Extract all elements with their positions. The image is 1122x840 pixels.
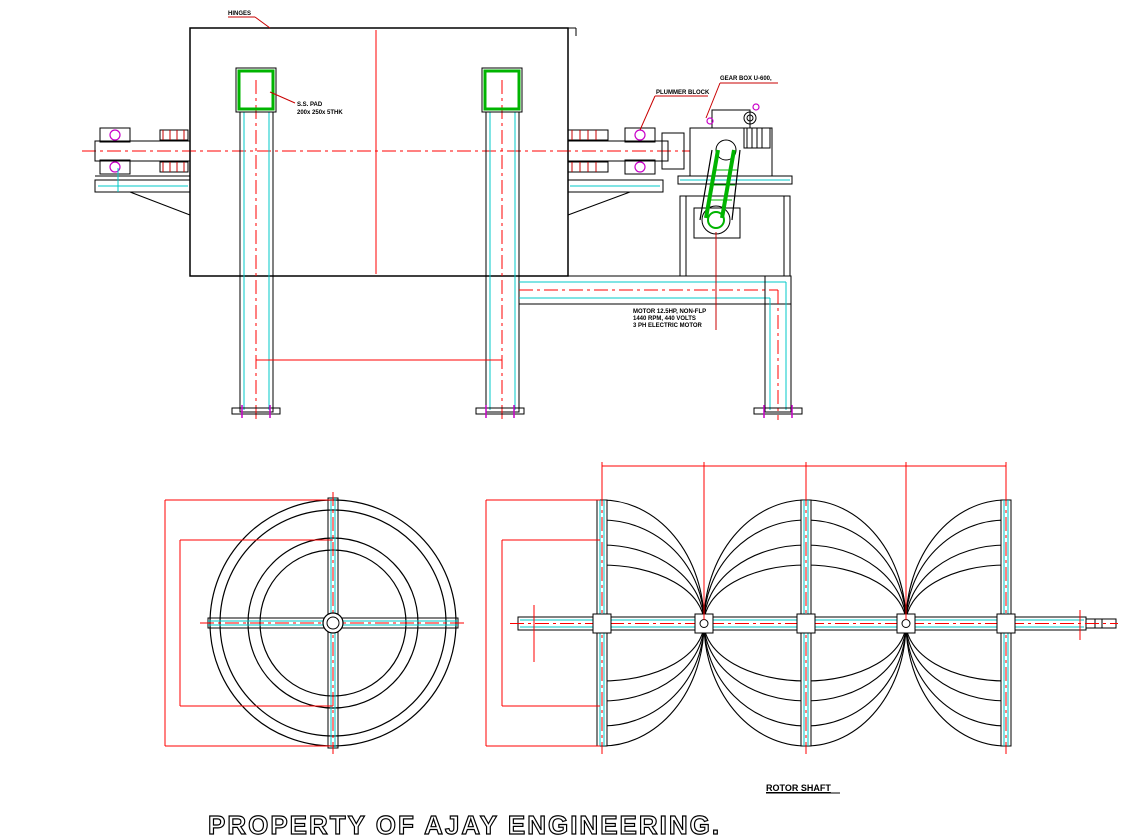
left-bearing-assembly <box>94 127 191 216</box>
plummer-block-label: PLUMMER BLOCK <box>656 90 710 96</box>
rotor-shaft-view <box>485 462 1118 754</box>
watermark: PROPERTY OF AJAY ENGINEERING. <box>208 810 721 840</box>
leaders <box>228 16 778 330</box>
middle-leg <box>475 67 525 420</box>
motor-label-line1: MOTOR 12.5HP, NON-FLP <box>633 309 706 315</box>
left-leg <box>231 67 281 420</box>
rotor-shaft-title: ROTOR SHAFT <box>766 783 831 793</box>
gear-box-label: GEAR BOX U-600, <box>720 76 772 82</box>
ss-pad-right <box>483 69 521 111</box>
trough-body <box>189 27 569 277</box>
motor-frame <box>518 175 803 420</box>
ss-pad-label: S.S. PAD <box>297 102 323 108</box>
ss-pad-size-label: 200x 250x 5THK <box>297 110 343 116</box>
right-bearing-assembly <box>567 127 685 216</box>
ss-pad-left <box>237 69 275 111</box>
pitch-dimensions <box>601 462 1007 620</box>
end-view <box>164 492 466 754</box>
hinges-label: HINGES <box>228 11 251 17</box>
electric-motor <box>693 139 741 239</box>
motor-label-line3: 3 PH ELECTRIC MOTOR <box>633 323 703 329</box>
motor-label-line2: 1440 RPM, 440 VOLTS <box>633 316 696 322</box>
elevation-view <box>82 16 803 420</box>
